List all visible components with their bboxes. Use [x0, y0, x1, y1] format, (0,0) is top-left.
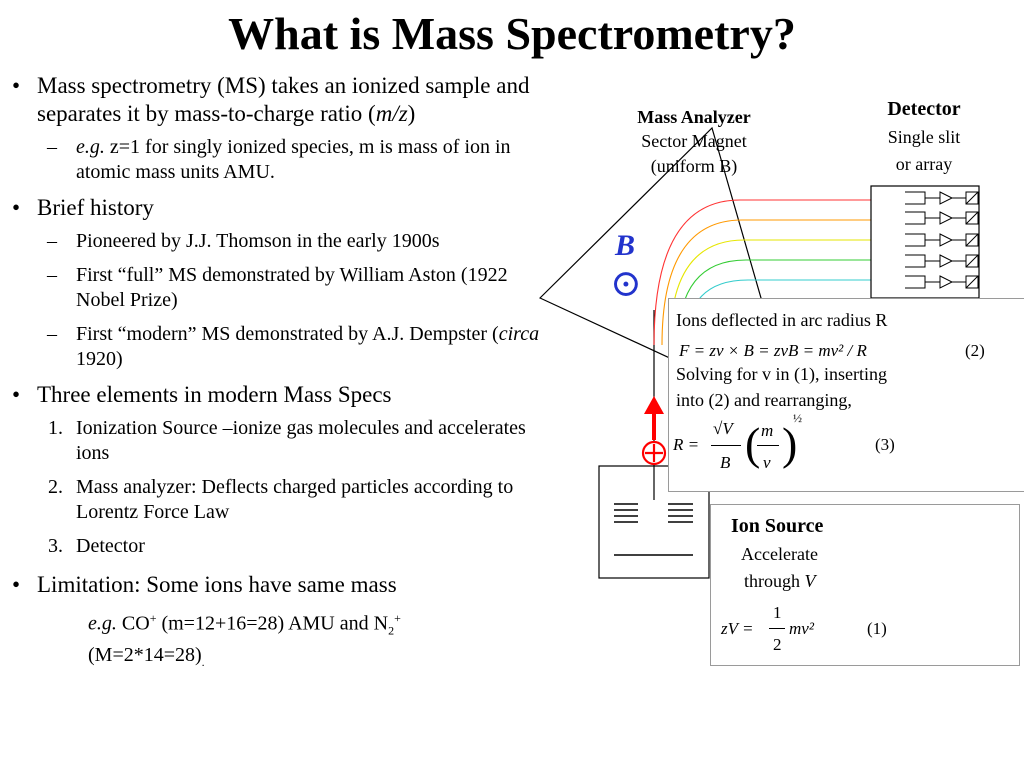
n2-mass: (M=2*14=28) — [88, 643, 202, 666]
co-charge: + — [149, 611, 157, 625]
lorentz-equation: F = zv × B = zvB = mv² / R — [679, 341, 867, 360]
detector-element-3 — [905, 233, 979, 247]
radius-exponent: ½ — [793, 411, 802, 425]
dempster-text: First “modern” MS demonstrated by A.J. D… — [76, 323, 499, 345]
n2-charge: + — [394, 611, 401, 625]
ion-source-line2: through V — [744, 568, 816, 594]
bullet-list: • Mass spectrometry (MS) takes an ionize… — [10, 72, 550, 674]
detector-line2: or array — [895, 154, 953, 174]
magnetic-field-label: B — [615, 229, 636, 262]
equation-2-number: (2) — [965, 341, 985, 360]
analyzer-label: Mass Analyzer Sector Magnet (uniform B) — [604, 104, 784, 180]
equation-3-number: (3) — [875, 435, 895, 454]
analyzer-line2: (uniform B) — [650, 156, 738, 176]
energy-equation-right: mv² — [789, 619, 814, 638]
detector-line1: Single slit — [887, 127, 961, 147]
magnet-sector — [538, 126, 796, 418]
limitation-text: Limitation: Some ions have same mass — [37, 572, 397, 597]
bullet-elements: • Three elements in modern Mass Specs — [12, 382, 392, 407]
bullet-history: • Brief history — [12, 195, 154, 220]
deflection-line1: Ions deflected in arc radius R — [676, 310, 888, 330]
sub-bullet-aston: – First “full” MS demonstrated by Willia… — [47, 264, 508, 311]
radius-paren-open: ( — [745, 418, 761, 469]
detector-element-1 — [905, 191, 979, 205]
voltage-var: V — [804, 571, 816, 591]
deflection-box: Ions deflected in arc radius R F = zv × … — [668, 298, 1024, 492]
definition-text-end: ) — [407, 101, 416, 126]
trajectory-2 — [661, 219, 905, 346]
arrow-head — [644, 396, 664, 414]
item-number: 1. — [48, 417, 63, 439]
detector-elements — [905, 191, 979, 289]
bullet-definition: • Mass spectrometry (MS) takes an ionize… — [12, 73, 530, 126]
ion-source-line1: Accelerate — [741, 544, 818, 564]
sub-bullet-thomson: – Pioneered by J.J. Thomson in the early… — [47, 230, 440, 252]
limitation-example-italic: e.g. — [88, 612, 117, 635]
detector-label: Detector Single slit or array — [864, 94, 984, 178]
analyzer-title: Mass Analyzer — [637, 107, 751, 127]
definition-text: Mass spectrometry (MS) takes an ionized … — [37, 73, 530, 126]
dempster-italic: circa — [498, 323, 540, 345]
thomson-text: Pioneered by J.J. Thomson in the early 1… — [76, 230, 440, 252]
co-mass: (m=12+16=28) AMU and N — [156, 612, 389, 635]
history-heading: Brief history — [37, 195, 154, 220]
detector-element-2 — [905, 211, 979, 225]
item-text: Ionization Source –ionize gas molecules … — [76, 417, 526, 464]
trailing-dot: . — [201, 654, 205, 669]
bullet-limitation: • Limitation: Some ions have same mass — [12, 572, 397, 597]
detector-title: Detector — [887, 98, 961, 120]
dempster-text-end: 1920) — [76, 348, 123, 370]
energy-equation-left: zV = — [721, 619, 754, 638]
co-formula: CO — [116, 612, 150, 635]
radius-equation-r: R = — [673, 435, 700, 454]
radius-b: B — [720, 453, 731, 472]
equation-1-number: (1) — [867, 619, 887, 638]
radius-inner-bar — [757, 445, 779, 446]
radius-sqrt-v: √V — [713, 419, 733, 438]
n2-subscript: 2 — [388, 623, 395, 638]
numbered-item-detector: 3. Detector — [10, 534, 550, 559]
item-number: 3. — [48, 535, 63, 557]
energy-fraction-bar — [769, 628, 785, 629]
analyzer-line1: Sector Magnet — [641, 131, 747, 151]
elements-heading: Three elements in modern Mass Specs — [37, 382, 392, 407]
numbered-item-ionization: 1. Ionization Source –ionize gas molecul… — [10, 416, 550, 466]
example-text: z=1 for singly ionized species, m is mas… — [76, 136, 511, 183]
item-text: Mass analyzer: Deflects charged particle… — [76, 476, 514, 523]
detector-element-5 — [905, 275, 979, 289]
numbered-item-analyzer: 2. Mass analyzer: Deflects charged parti… — [10, 475, 550, 525]
definition-italic: m/z — [375, 101, 408, 126]
slide-title: What is Mass Spectrometry? — [228, 8, 796, 59]
example-italic: e.g. — [76, 136, 105, 158]
ion-source-box: Ion Source Accelerate through V zV = 1 2… — [710, 504, 1020, 666]
trajectory-1 — [653, 199, 905, 346]
limitation-example: e.g. CO+ (m=12+16=28) AMU and N2+ (M=2*1… — [10, 606, 550, 674]
radius-m: m — [761, 421, 774, 440]
energy-fraction-top: 1 — [773, 603, 782, 622]
sub-bullet-dempster: – First “modern” MS demonstrated by A.J.… — [47, 323, 540, 370]
detector-element-4 — [905, 254, 979, 268]
item-text: Detector — [76, 535, 145, 557]
accelerating-plates — [614, 503, 693, 556]
energy-fraction-bottom: 2 — [773, 635, 782, 654]
ion-source-title: Ion Source — [731, 515, 824, 537]
field-out-of-page-icon: ⊙ — [610, 263, 642, 305]
radius-v: v — [763, 453, 771, 472]
through-text: through — [744, 571, 805, 591]
item-number: 2. — [48, 476, 63, 498]
sub-bullet-example: – e.g. z=1 for singly ionized species, m… — [47, 136, 511, 183]
radius-paren-close: ) — [782, 418, 798, 469]
aston-text: First “full” MS demonstrated by William … — [76, 264, 508, 311]
deflection-line2: Solving for v in (1), inserting — [676, 364, 887, 384]
radius-fraction-bar — [711, 445, 741, 446]
deflection-line3: into (2) and rearranging, — [676, 390, 852, 410]
